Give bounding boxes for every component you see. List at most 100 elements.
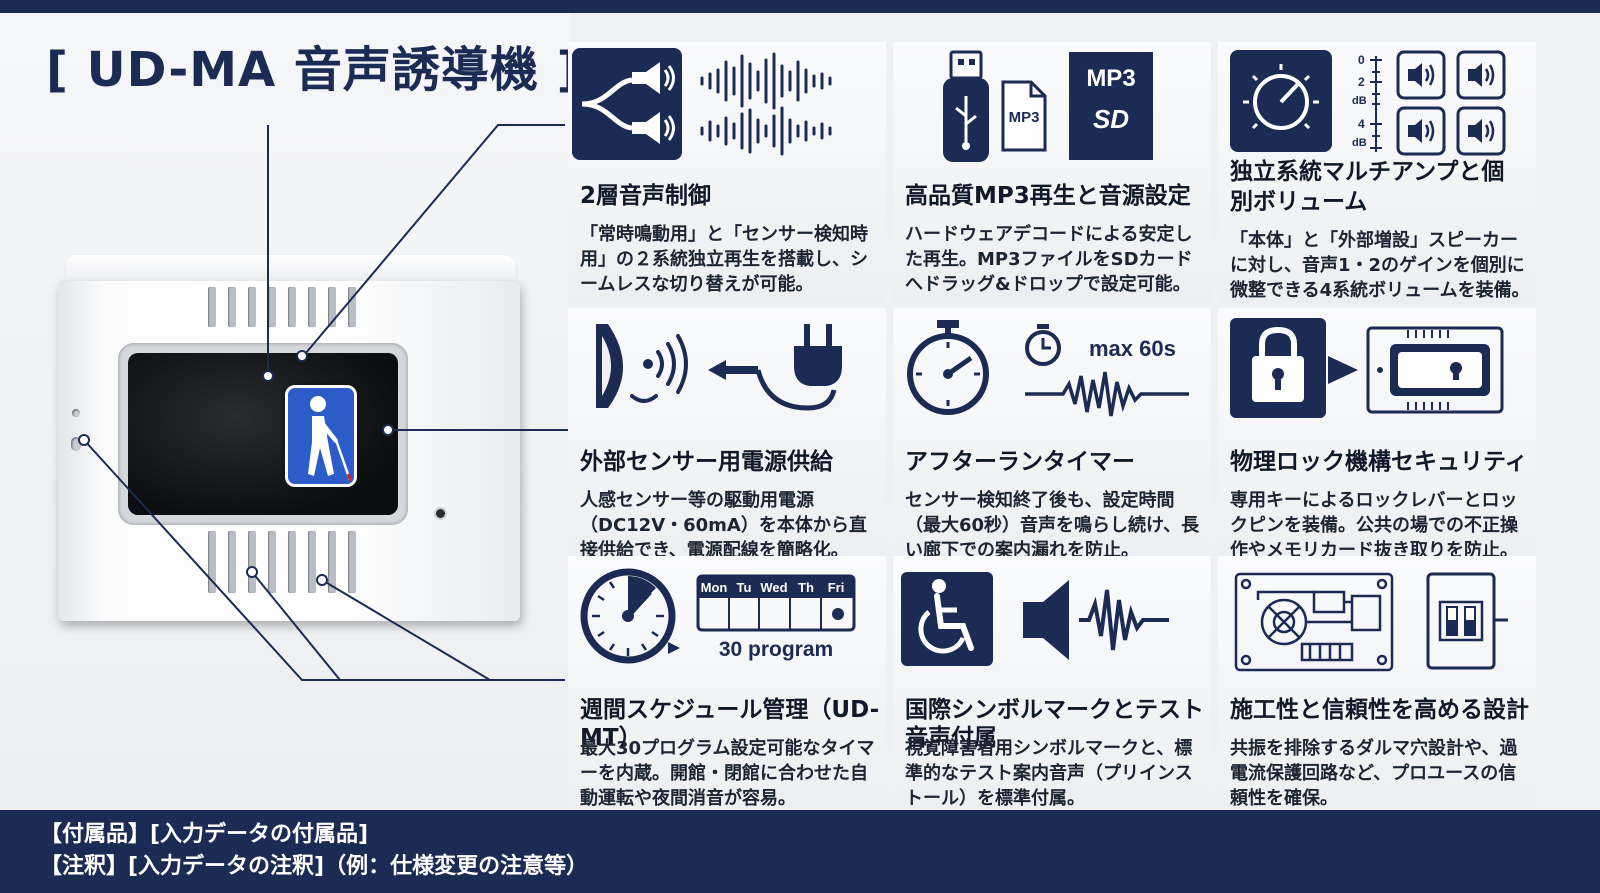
status-led <box>436 509 445 518</box>
arrow-left-icon <box>708 360 758 380</box>
feature-card-physical-lock: 物理ロック機構セキュリティ 専用キーによるロックレバーとロックピンを装備。公共の… <box>1218 308 1536 570</box>
device-illustration <box>58 255 520 627</box>
padlock-icon <box>1230 318 1358 418</box>
feature-description: 「本体」と「外部増設」スピーカーに対し、音声1・2のゲインを個別に微整できる4系… <box>1230 230 1530 301</box>
feature-icons <box>1234 572 1508 672</box>
feature-card-reliable-design: 施工性と信頼性を高める設計 共振を排除するダルマ穴設計や、過電流保護回路など、プ… <box>1218 556 1536 818</box>
svg-text:Mon: Mon <box>701 580 728 595</box>
device-vent <box>228 531 236 593</box>
svg-text:2: 2 <box>1358 75 1365 89</box>
timer-icon: max 60s <box>1025 324 1176 366</box>
feature-description: 専用キーによるロックレバーとロックピンを装備。公共の場での不正操作やメモリカード… <box>1230 490 1518 561</box>
device-vent <box>208 287 216 327</box>
svg-text:Wed: Wed <box>760 580 787 595</box>
device-indicator <box>72 409 80 417</box>
device-vent <box>308 531 316 593</box>
svg-text:4: 4 <box>1358 117 1365 131</box>
svg-text:MP3: MP3 <box>1009 109 1040 126</box>
svg-text:max 60s: max 60s <box>1089 336 1176 361</box>
sound-wave-icon <box>1079 589 1169 651</box>
lock-lever-icon <box>1366 326 1504 414</box>
sensor-icon <box>596 324 688 408</box>
device-vent <box>348 531 356 593</box>
feature-description: 最大30プログラム設定可能なタイマーを内蔵。開館・閉館に合わせた自動運転や夜間消… <box>580 738 875 809</box>
feature-description: 人感センサー等の駆動用電源（DC12V・60mA）を本体から直接供給でき、電源配… <box>580 490 867 561</box>
feature-icons: max 60s <box>907 320 1189 417</box>
feature-title: 施工性と信頼性を高める設計 <box>1230 697 1529 723</box>
top-bar <box>0 0 1600 13</box>
feature-title: 週間スケジュール管理（UD-MT） <box>580 697 880 751</box>
feature-title: 2層音声制御 <box>580 183 712 209</box>
feature-description: 共振を排除するダルマ穴設計や、過電流保護回路など、プロユースの信頼性を確保。 <box>1230 738 1518 809</box>
db-scale-icon: 0 2 dB 4 dB <box>1352 53 1382 152</box>
feature-card-weekly-schedule: Mon Tu Wed Th Fri 30 program 週間スケジュール管理（… <box>568 556 886 818</box>
gauge-icon <box>580 568 680 664</box>
feature-icons <box>901 572 1169 666</box>
speaker-split-icon <box>572 48 682 160</box>
device-vent <box>208 531 216 593</box>
weekly-calendar-icon: Mon Tu Wed Th Fri 30 program <box>696 574 856 661</box>
wheelchair-icon <box>901 572 993 666</box>
device-indicator <box>71 437 81 451</box>
device-vent <box>268 531 276 593</box>
feature-description: 「常時鳴動用」と「センサー検知時用」の２系統独立再生を搭載し、シームレスな切り替… <box>580 224 868 295</box>
feature-title: 外部センサー用電源供給 <box>580 449 833 475</box>
svg-text:Fri: Fri <box>828 580 845 595</box>
svg-text:30 program: 30 program <box>719 638 833 661</box>
usb-drive-icon <box>943 50 989 162</box>
feature-title: 国際シンボルマークとテスト音声付属 <box>905 697 1204 751</box>
feature-card-symbol-mark: 国際シンボルマークとテスト音声付属 視覚障害者用シンボルマークと、標準的なテスト… <box>893 556 1211 818</box>
device-vent <box>348 287 356 327</box>
feature-icons: Mon Tu Wed Th Fri 30 program <box>580 568 856 664</box>
device-vent <box>288 287 296 327</box>
device-vent <box>268 287 276 327</box>
device-vent <box>328 531 336 593</box>
feature-card-after-run-timer: max 60s アフターランタイマー センサー検知終了後も、設定時間（最大60秒… <box>893 308 1211 570</box>
feature-card-mp3-playback: MP3 MP3 SD 高品質MP3再生と音源設定 ハードウェアデコードによる安定… <box>893 42 1211 304</box>
feature-card-sensor-power: 外部センサー用電源供給 人感センサー等の駆動用電源（DC12V・60mA）を本体… <box>568 308 886 570</box>
speaker-icon <box>1023 580 1069 660</box>
device-vent <box>288 531 296 593</box>
footer: 【付属品】[入力データの付属品] 【注釈】[入力データの注釈]（例：仕様変更の注… <box>0 810 1600 893</box>
svg-text:MP3: MP3 <box>1086 65 1135 92</box>
device-vent <box>248 531 256 593</box>
feature-card-multi-amp: 0 2 dB 4 dB <box>1218 42 1536 304</box>
svg-text:Tu: Tu <box>737 580 752 595</box>
svg-text:Th: Th <box>798 580 814 595</box>
sd-card-icon: MP3 SD <box>1069 52 1153 160</box>
sound-wave-icon <box>700 52 832 156</box>
svg-text:dB: dB <box>1352 137 1367 149</box>
device-screen <box>128 353 398 515</box>
accessories-note: 【付属品】[入力データの付属品] <box>40 822 369 847</box>
feature-icons: 0 2 dB 4 dB <box>1230 50 1506 156</box>
feature-title: 物理ロック機構セキュリティ <box>1230 449 1528 475</box>
page-title: [ UD-MA 音声誘導機 ] <box>46 42 580 98</box>
feature-description: ハードウェアデコードによる安定した再生。MP3ファイルをSDカードへドラッグ&ド… <box>905 224 1193 295</box>
power-plug-icon <box>755 324 842 411</box>
visually-impaired-pedestrian-icon <box>285 385 357 487</box>
feature-title: 高品質MP3再生と音源設定 <box>905 183 1191 209</box>
svg-text:SD: SD <box>1093 104 1129 134</box>
switch-icon <box>1426 572 1508 670</box>
feature-card-dual-layer-audio: 2層音声制御 「常時鳴動用」と「センサー検知時用」の２系統独立再生を搭載し、シー… <box>568 42 886 304</box>
device-vent <box>248 287 256 327</box>
feature-title: 独立系統マルチアンプと個別ボリューム <box>1230 159 1505 215</box>
feature-description: 視覚障害者用シンボルマークと、標準的なテスト案内音声（プリインストール）を標準付… <box>905 738 1193 809</box>
device-front-panel <box>118 343 445 525</box>
sound-wave-icon <box>1025 371 1189 417</box>
device-vent <box>308 287 316 327</box>
mp3-file-icon: MP3 <box>1001 80 1047 152</box>
circuit-board-icon <box>1234 572 1394 672</box>
feature-icons: MP3 MP3 SD <box>943 50 1153 162</box>
feature-icons <box>1230 318 1504 418</box>
volume-knob-icon <box>1230 50 1332 152</box>
device-body <box>58 281 520 621</box>
feature-title: アフターランタイマー <box>905 449 1135 475</box>
feature-icons <box>572 48 832 160</box>
feature-description: センサー検知終了後も、設定時間（最大60秒）音声を鳴らし続け、長い廊下での案内漏… <box>905 490 1200 561</box>
remarks-note: 【注釈】[入力データの注釈]（例：仕様変更の注意等） <box>40 854 589 879</box>
device-vent <box>328 287 336 327</box>
device-vent <box>228 287 236 327</box>
stopwatch-icon <box>907 320 989 415</box>
speaker-grid-icon <box>1396 50 1506 156</box>
